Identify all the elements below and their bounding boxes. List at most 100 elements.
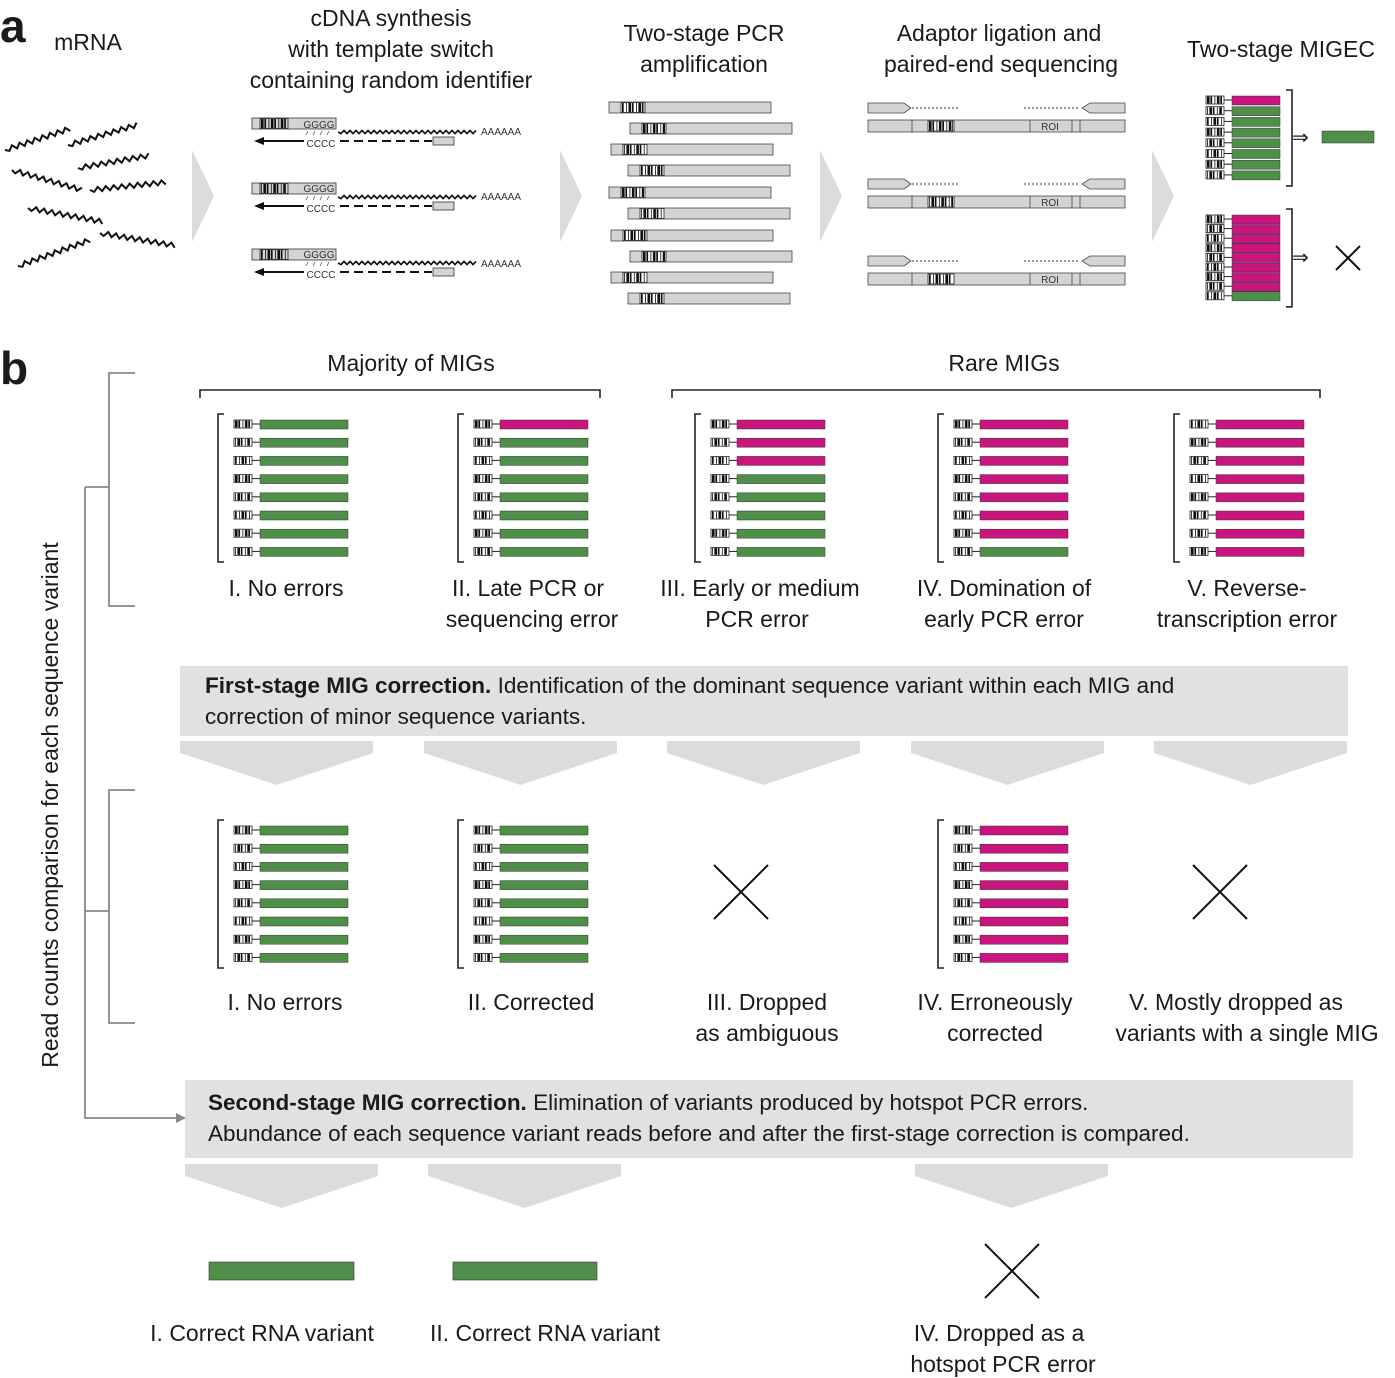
step-cdna-label-line3: containing random identifier [250,67,533,93]
barcode-stripe [1207,171,1208,179]
barcode [953,953,973,962]
barcode-stripe [1216,225,1218,233]
barcode-stripe [1219,107,1222,115]
barcode [1205,214,1225,224]
barcode-stripe [967,493,970,501]
barcode-stripe [1205,529,1206,537]
barcode [473,437,493,447]
barcode [233,455,253,465]
barcode-stripe [247,953,250,961]
roi-label: ROI [1041,122,1059,133]
green-read [259,862,349,872]
barcode-stripe [235,935,238,943]
magenta-read [979,474,1069,484]
barcode-stripe [1207,160,1210,168]
barcode-stripe [487,438,490,446]
barcode-stripe [721,511,724,519]
scenario-1-label: I. No errors [228,575,343,601]
barcode-stripe [969,862,970,870]
barcode-stripe [244,529,248,537]
pcr-product-bar [627,292,791,305]
barcode-stripe [641,188,644,197]
mig-bracket [937,413,944,563]
barcode-stripe [660,209,662,218]
mig-read-stack [457,819,589,969]
barcode [1205,281,1225,291]
barcode-frame [622,272,648,283]
cccc-label: CCCC [307,204,336,215]
mig-read-stack [1205,89,1293,187]
barcode-stripe [957,547,960,555]
barcode [639,165,665,176]
first-stage-desc-1: Identification of the dominant sequence … [491,673,1174,698]
barcode-stripe [1219,171,1222,179]
magenta-read [1231,281,1281,292]
barcode-stripe [239,511,240,519]
rare-bracket [671,389,1321,398]
barcode-stripe [238,420,241,428]
barcode-stripe [489,511,490,519]
barcode-stripe [488,420,490,428]
barcode-stripe [656,252,658,261]
barcode-stripe [653,209,656,218]
barcode-stripe [487,493,490,501]
green-read [499,547,589,557]
barcode-stripe [640,231,643,240]
down-arrow [911,741,1104,785]
barcode-stripe [929,121,932,131]
pair-tick [319,261,323,267]
gggg-label: GGGG [303,184,334,195]
barcode-stripe [957,438,960,446]
barcode-stripe [1204,493,1206,501]
read-pair [867,255,1126,286]
magenta-read [736,456,826,466]
barcode-stripe [935,274,939,284]
barcode-stripe [1211,117,1212,125]
barcode [233,492,253,502]
green-read [499,528,589,539]
sequencing-read [867,195,1126,209]
implies-arrow: ⇒ [1292,247,1309,269]
barcode-stripe [1195,420,1196,428]
barcode [710,419,730,429]
barcode-stripe [240,438,243,446]
barcode-stripe [1212,139,1215,147]
barcode [233,862,253,871]
barcode-stripe [1200,493,1204,501]
barcode-stripe [1221,263,1222,271]
barcode-stripe [959,917,960,925]
primer [432,201,455,211]
barcode-stripe [1220,244,1222,252]
barcode-stripe [964,420,968,428]
barcode-stripe [1209,282,1212,290]
after-first-1-label: I. No errors [227,989,342,1015]
green-read [736,528,826,539]
barcode-stripe [266,184,269,193]
barcode-stripe [475,917,477,925]
magenta-read [979,419,1069,430]
barcode-stripe [721,420,725,428]
barcode-stripe [1221,234,1222,242]
pcr-product-bar [627,164,791,177]
barcode-stripe [1200,456,1202,464]
barcode-stripe [481,862,485,870]
pair-tick [326,130,330,136]
magenta-read [736,419,826,430]
barcode-stripe [968,529,970,537]
barcode-stripe [1213,263,1217,271]
cross-icon [713,864,769,920]
magenta-read [979,898,1069,909]
barcode-stripe [484,953,486,961]
barcode-stripe [238,529,241,537]
barcode-stripe [477,844,480,852]
barcode-stripe [717,438,720,446]
barcode-stripe [641,209,642,218]
barcode-stripe [484,899,486,907]
magenta-read [1215,419,1305,430]
barcode-stripe [249,917,250,925]
after-first-4-label-line2: corrected [947,1020,1043,1046]
barcode-stripe [622,188,625,197]
barcode-stripe [1216,160,1220,168]
barcode-stripe [719,529,721,537]
barcode [953,510,973,520]
